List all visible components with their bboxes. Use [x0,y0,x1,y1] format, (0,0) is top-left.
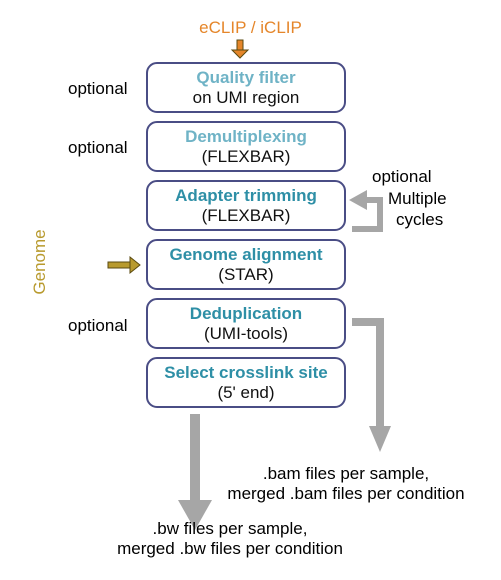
loop-optional-label: optional [372,167,432,186]
bam-arrow-icon [352,318,384,428]
bam-output-line1: .bam files per sample, [262,464,430,483]
optional-label-demultiplexing: optional [68,138,128,157]
step-adapter-trimming: Adapter trimming (FLEXBAR) [146,180,346,231]
step-title: Genome alignment [169,245,323,264]
step-demultiplexing: Demultiplexing (FLEXBAR) [146,121,346,172]
step-title: Select crosslink site [164,363,328,382]
input-label: eCLIP / iCLIP [199,18,302,37]
step-deduplication: Deduplication (UMI-tools) [146,298,346,349]
step-subtitle: (UMI-tools) [203,324,289,343]
step-subtitle: on UMI region [192,88,300,107]
loop-cycles-label: cycles [396,210,444,229]
step-title: Quality filter [196,68,296,87]
bam-output-label: .bam files per sample, merged .bam files… [196,464,496,504]
input-arrow-icon [230,39,250,59]
step-select-crosslink-site: Select crosslink site (5' end) [146,357,346,408]
bw-output-line2: merged .bw files per condition [117,539,343,558]
genome-label: Genome [30,229,49,295]
optional-label-deduplication: optional [68,316,128,335]
step-title: Deduplication [189,304,303,323]
step-title: Demultiplexing [185,127,307,146]
step-subtitle: (STAR) [218,265,274,284]
step-subtitle: (FLEXBAR) [201,206,291,225]
cycle-loop-arrow-icon [352,197,383,232]
bam-arrowhead-icon [369,426,391,452]
step-subtitle: (FLEXBAR) [201,147,291,166]
step-quality-filter: Quality filter on UMI region [146,62,346,113]
optional-label-quality: optional [68,79,128,98]
bw-arrowhead-icon [178,500,212,530]
step-genome-alignment: Genome alignment (STAR) [146,239,346,290]
bw-arrow-shaft-icon [190,414,200,504]
cycle-loop-arrowhead-icon [349,190,367,210]
step-subtitle: (5' end) [217,383,275,402]
step-title: Adapter trimming [175,186,317,205]
bw-output-label: .bw files per sample, merged .bw files p… [75,519,385,559]
bw-output-line1: .bw files per sample, [152,519,308,538]
bam-output-line2: merged .bam files per condition [227,484,465,503]
genome-arrow-icon [107,255,141,275]
loop-multiple-label: Multiple [388,189,447,208]
